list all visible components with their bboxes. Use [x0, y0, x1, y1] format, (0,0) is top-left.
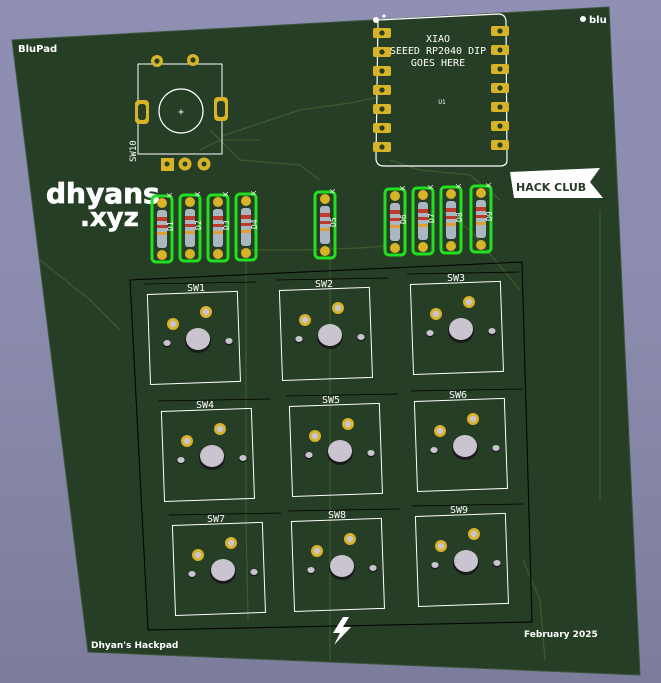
switch-ref: SW3: [447, 273, 465, 284]
key-switch-sw1: SW1: [143, 281, 257, 385]
encoder-ref: SW10: [129, 140, 139, 162]
switch-ref: SW2: [315, 279, 333, 290]
mcu-label-line1: XIAO: [426, 34, 450, 45]
key-switch-sw2: SW2: [275, 277, 389, 381]
footer-right-text: February 2025: [524, 630, 598, 640]
key-switch-sw5: SW5: [285, 393, 399, 497]
mcu-label-line3: GOES HERE: [411, 58, 465, 69]
diode-pin-label: K: [250, 190, 258, 195]
diode-ref: D8: [455, 212, 464, 222]
key-matrix-outline: [129, 261, 533, 631]
key-switch-sw4: SW4: [157, 398, 271, 502]
diode-pin-label: K: [455, 183, 463, 188]
copper-traces: [39, 96, 601, 661]
diode-pin-label: K: [194, 191, 202, 196]
diode-d1: D1 K: [150, 192, 175, 264]
switch-ref: SW1: [187, 283, 205, 294]
diode-pin-label: K: [166, 192, 174, 197]
diode-group: D1 K D2 K D3 K D4 K D5 K D6 K D7 K D8 K D9 K: [150, 182, 494, 264]
diode-pin-label: K: [222, 191, 230, 196]
svg-text:+: +: [178, 107, 184, 118]
switch-ref: SW4: [196, 400, 214, 411]
diode-d3: D3 K: [206, 191, 231, 263]
diode-d4: D4 K: [234, 190, 259, 262]
key-switch-sw7: SW7: [168, 512, 282, 616]
switch-ref: SW7: [207, 514, 225, 525]
diode-ref: D6: [399, 214, 408, 224]
diode-pin-label: K: [427, 184, 435, 189]
key-switch-sw8: SW8: [287, 508, 401, 612]
mcu-label-line2: SEEED RP2040 DIP: [390, 46, 486, 57]
diode-ref: D9: [485, 211, 494, 221]
author-logo: dhyans .xyz: [46, 177, 161, 234]
author-logo-line2: .xyz: [80, 203, 139, 233]
diode-ref: D7: [427, 213, 436, 223]
diode-pin-label: K: [329, 188, 337, 193]
rotary-encoder-footprint: + SW10: [129, 54, 228, 171]
mcu-ref: U1: [438, 99, 446, 106]
diode-d9: D9 K: [469, 182, 494, 254]
switch-ref: SW6: [449, 390, 467, 401]
diode-pin-label: K: [485, 182, 493, 187]
switch-ref: SW9: [450, 505, 468, 516]
diode-d5: D5 K: [313, 188, 338, 260]
hack-club-text: HACK CLUB: [516, 181, 586, 194]
diode-d7: D7 K: [411, 184, 436, 256]
mcu-footprint: XIAO SEEED RP2040 DIP GOES HERE U1: [373, 13, 509, 167]
hack-club-flag: HACK CLUB: [510, 168, 603, 198]
footer-left-text: Dhyan's Hackpad: [91, 641, 178, 651]
diode-pin-label: K: [399, 185, 407, 190]
bolt-icon: [333, 617, 351, 645]
brand-text: blu: [589, 15, 607, 26]
key-switch-sw9: SW9: [411, 503, 525, 607]
key-switch-sw3: SW3: [406, 271, 520, 375]
board-name: BluPad: [18, 44, 57, 55]
switch-ref: SW8: [328, 510, 346, 521]
author-logo-line1: dhyans: [46, 177, 160, 210]
diode-ref: D4: [250, 219, 259, 229]
switch-ref: SW5: [322, 395, 340, 406]
diode-d2: D2 K: [178, 191, 203, 263]
diode-d8: D8 K: [439, 183, 464, 255]
diode-ref: D5: [329, 217, 338, 227]
blu-logo: blu: [580, 15, 607, 26]
diode-d6: D6 K: [383, 185, 408, 257]
diode-ref: D1: [166, 221, 175, 231]
key-switch-sw6: SW6: [410, 388, 524, 492]
diode-ref: D3: [222, 220, 231, 230]
diode-ref: D2: [194, 220, 203, 230]
pcb-board: BluPad blu dhyans .xyz HACK CLUB XIAO SE…: [11, 6, 641, 676]
